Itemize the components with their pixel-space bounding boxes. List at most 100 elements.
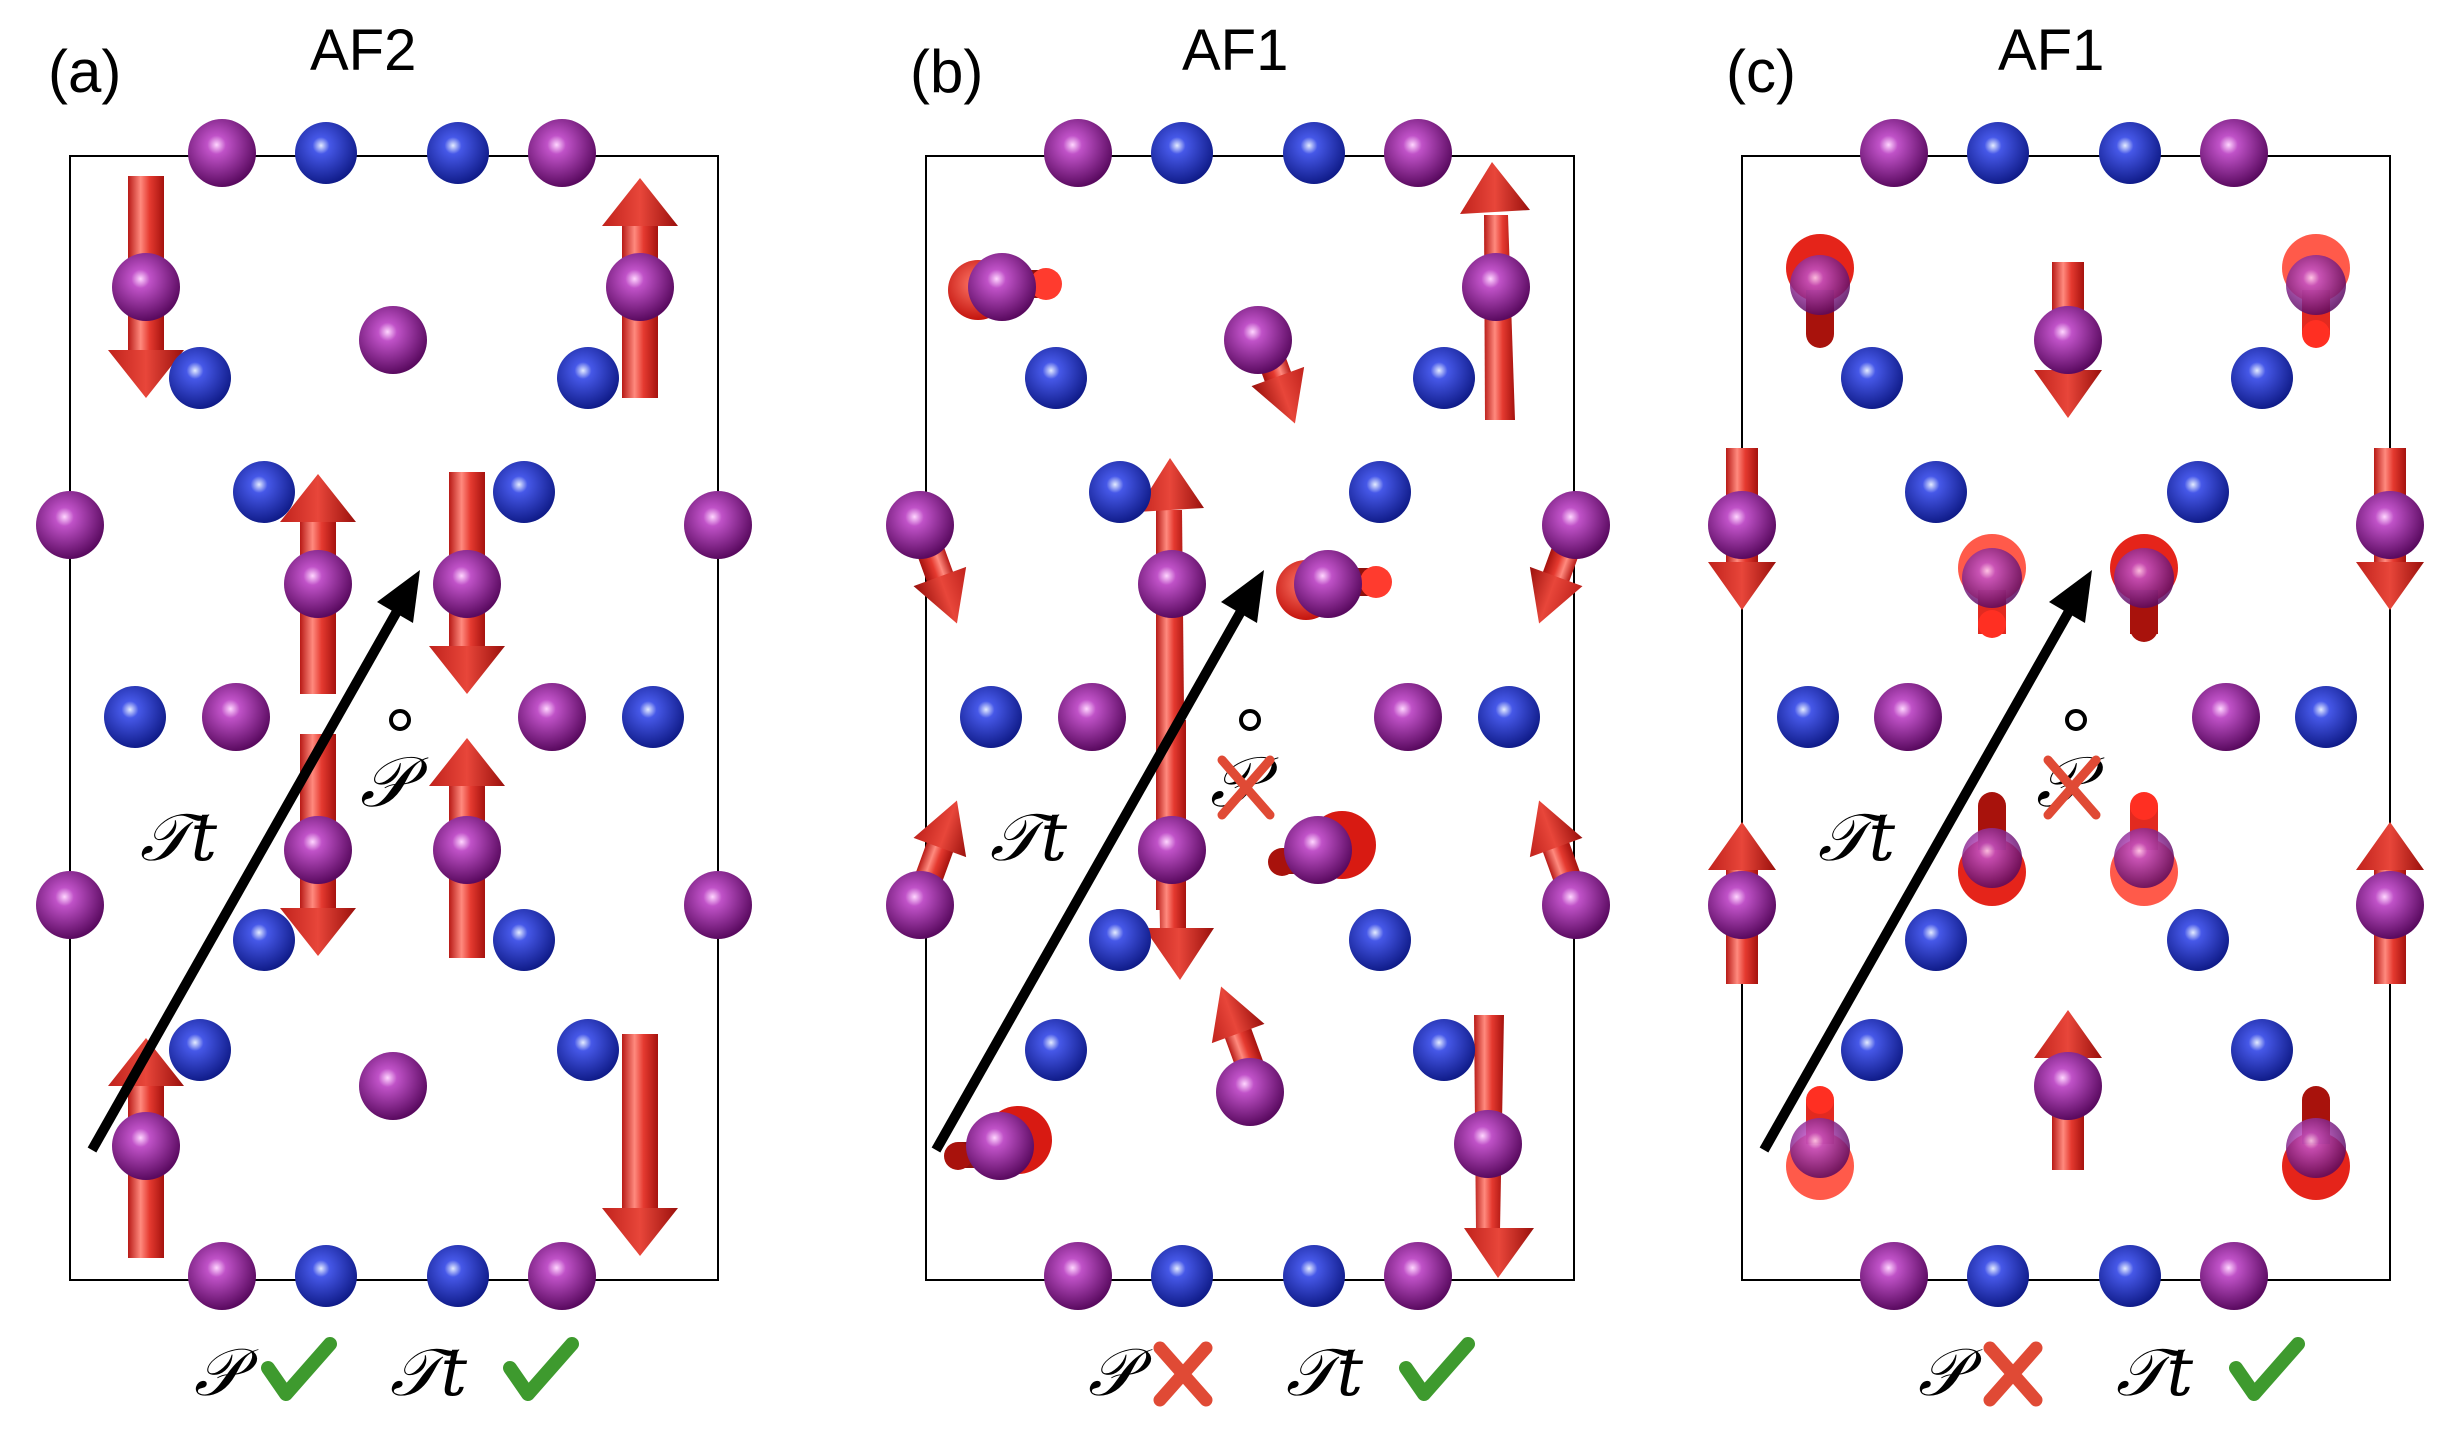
magnetic-atom: [1384, 1242, 1452, 1310]
nonmagnetic-atom: [1283, 122, 1345, 184]
magnetic-atom: [1708, 491, 1776, 559]
magnetic-atom: [1384, 119, 1452, 187]
magnetic-atom: [2200, 1242, 2268, 1310]
magnetic-atom: [359, 1052, 427, 1120]
inversion-center: [1239, 709, 1261, 731]
nonmagnetic-atom: [295, 122, 357, 184]
magnetic-atom: [2286, 1118, 2346, 1178]
panel-a: (a) AF2: [36, 18, 752, 1411]
cross-icon: [1153, 1341, 1213, 1407]
inversion-symbol: 𝒫: [360, 741, 429, 823]
symmetry-p-label: 𝒫: [1918, 1334, 1983, 1411]
nonmagnetic-atom: [1025, 347, 1087, 409]
nonmagnetic-atom: [2167, 461, 2229, 523]
magnetic-atom: [1138, 816, 1206, 884]
panel-label: (a): [48, 38, 121, 105]
nonmagnetic-atom: [169, 347, 231, 409]
magnetic-atom: [2356, 871, 2424, 939]
magnetic-atom: [1294, 550, 1362, 618]
nonmagnetic-atom: [1905, 461, 1967, 523]
nonmagnetic-atom: [1283, 1245, 1345, 1307]
magnetic-atom: [433, 550, 501, 618]
nonmagnetic-atom: [2295, 686, 2357, 748]
unit-cell-frame: [1741, 155, 2391, 1281]
translation-arrow: [1759, 570, 2092, 1153]
magnetic-atom: [528, 1242, 596, 1310]
magnetic-atom: [2114, 828, 2174, 888]
magnetic-atom: [1374, 683, 1442, 751]
magnetic-atom: [284, 816, 352, 884]
symmetry-tt-label: 𝒯t: [390, 1334, 468, 1411]
nonmagnetic-atom: [2099, 122, 2161, 184]
magnetic-atom: [433, 816, 501, 884]
symmetry-row: 𝒫 𝒯t: [1918, 1334, 2305, 1411]
inversion-center: [2065, 709, 2087, 731]
magnetic-atom: [606, 253, 674, 321]
magnetic-atom: [188, 119, 256, 187]
translation-symbol: 𝒯t: [1818, 799, 1896, 876]
cross-icon: [1217, 755, 1275, 820]
panel-label: (c): [1726, 38, 1796, 105]
inversion-center: [389, 709, 411, 731]
magnetic-atom: [1284, 816, 1352, 884]
nonmagnetic-atom: [2167, 909, 2229, 971]
nonmagnetic-atom: [427, 1245, 489, 1307]
nonmagnetic-atom: [233, 461, 295, 523]
panel-c: (c) AF1: [1708, 18, 2424, 1411]
check-icon: [503, 1337, 579, 1401]
nonmagnetic-atom: [557, 1019, 619, 1081]
magnetic-atom: [1790, 255, 1850, 315]
magnetic-atom: [202, 683, 270, 751]
panel-title: AF1: [1182, 18, 1288, 83]
magnetic-atom: [1216, 1058, 1284, 1126]
magnetic-atom: [518, 683, 586, 751]
magnetic-atom: [1542, 871, 1610, 939]
translation-symbol: 𝒯t: [140, 799, 218, 876]
translation-arrow: [87, 570, 420, 1153]
magnetic-atom: [1454, 1110, 1522, 1178]
panel-label: (b): [910, 38, 983, 105]
magnetic-atom: [284, 550, 352, 618]
symmetry-row: 𝒫 𝒯t: [194, 1334, 579, 1411]
magnetic-atom: [1708, 871, 1776, 939]
magnetic-atom: [1860, 1242, 1928, 1310]
nonmagnetic-atom: [104, 686, 166, 748]
panel-b: (b) AF1: [886, 18, 1610, 1411]
magnetic-atom: [2034, 1052, 2102, 1120]
nonmagnetic-atom: [1967, 1245, 2029, 1307]
panel-title: AF1: [1998, 18, 2104, 83]
magnetic-atom: [36, 491, 104, 559]
nonmagnetic-atom: [2099, 1245, 2161, 1307]
magnetic-atom: [2192, 683, 2260, 751]
nonmagnetic-atom: [1151, 122, 1213, 184]
translation-arrow: [931, 570, 1264, 1153]
magnetic-atom: [1962, 548, 2022, 608]
nonmagnetic-atom: [1777, 686, 1839, 748]
magnetic-atom: [112, 253, 180, 321]
magnetic-atom: [1462, 253, 1530, 321]
symmetry-p-label: 𝒫: [1088, 1334, 1153, 1411]
magnetic-atom: [886, 491, 954, 559]
magnetic-atom: [1224, 306, 1292, 374]
symmetry-tt-label: 𝒯t: [2116, 1334, 2194, 1411]
atoms: [886, 119, 1610, 1310]
nonmagnetic-atom: [1413, 347, 1475, 409]
cross-icon: [2043, 755, 2101, 820]
magnetic-atom: [2200, 119, 2268, 187]
magnetic-atom: [2286, 255, 2346, 315]
magnetic-atom: [1860, 119, 1928, 187]
nonmagnetic-atom: [169, 1019, 231, 1081]
check-icon: [261, 1337, 337, 1401]
nonmagnetic-atom: [233, 909, 295, 971]
symmetry-tt-label: 𝒯t: [1286, 1334, 1364, 1411]
magnetic-atom: [2356, 491, 2424, 559]
magnetic-atom: [112, 1112, 180, 1180]
magnetic-atom: [886, 871, 954, 939]
nonmagnetic-atom: [1413, 1019, 1475, 1081]
magnetic-atom: [1790, 1118, 1850, 1178]
symmetry-row: 𝒫 𝒯t: [1088, 1334, 1475, 1411]
nonmagnetic-atom: [493, 461, 555, 523]
nonmagnetic-atom: [2231, 1019, 2293, 1081]
magnetic-atom: [188, 1242, 256, 1310]
